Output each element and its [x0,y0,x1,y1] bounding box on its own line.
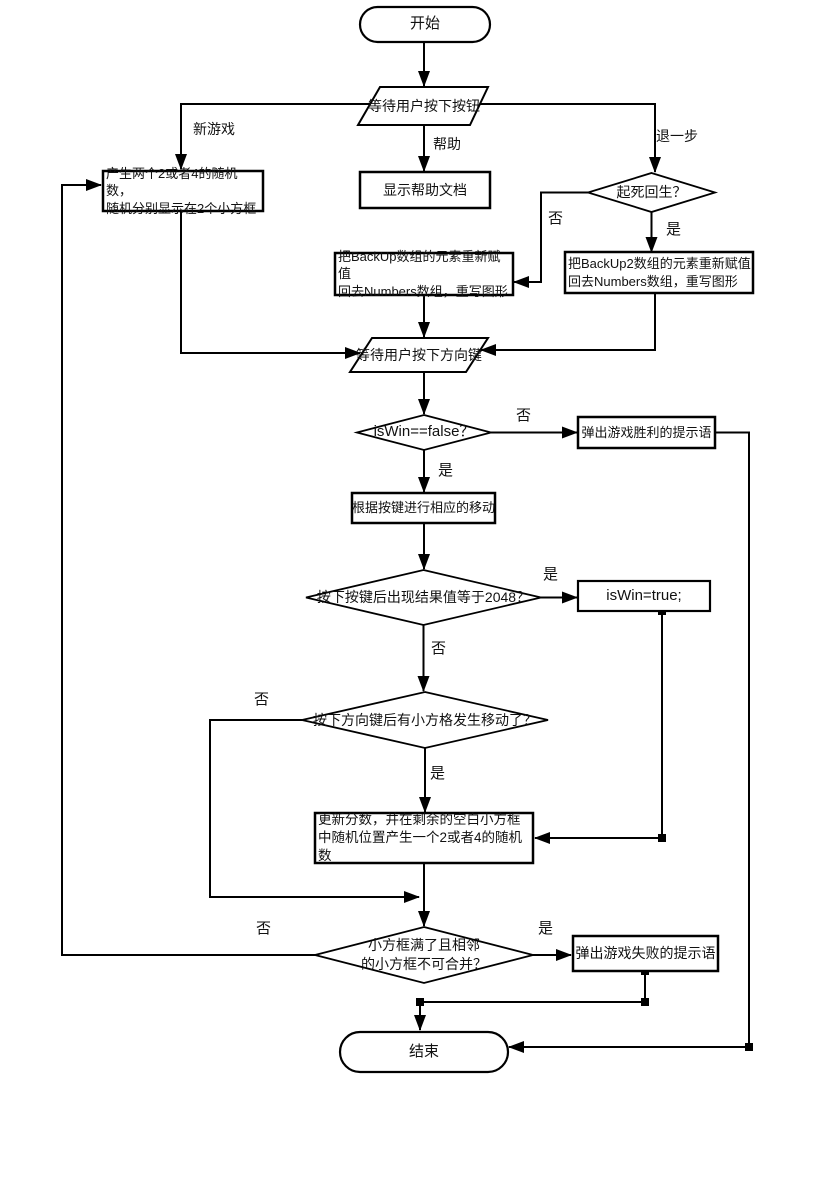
junction-square [658,834,666,842]
edge-newgame-to-waitkey [180,211,361,359]
set-iswin-shape [576,579,712,613]
edge-full-no-loop [61,179,315,956]
restore-backup2-shape [563,250,755,295]
moved-check-diamond-shape [301,691,549,749]
move-action-shape [350,491,497,525]
edge-moved-no-loop [209,719,420,903]
start-terminator-shape [358,5,492,44]
revive-diamond-shape [584,172,719,213]
edge-winmsg-to-end [508,431,750,1053]
end-terminator-shape [338,1030,510,1074]
edge-stepback [478,103,661,173]
edge-revive-no [513,191,588,288]
win-message-shape [576,415,717,450]
new-game-action-shape [101,169,265,213]
show-help-shape [358,170,492,210]
iswin-check-diamond-shape [353,414,495,451]
board-full-check-diamond-shape [314,926,534,984]
junction-square [416,998,424,1006]
junction-square [641,998,649,1006]
restore-backup-shape [333,251,515,297]
fail-message-shape [571,934,720,973]
edge-iswintrue-to-update [534,611,663,844]
edge-failmsg-to-end [414,971,646,1031]
wait-arrow-key-parallelogram-shape [348,337,490,373]
edge-backup2-to-waitkey [480,293,656,356]
edge-newgame [175,103,371,170]
update-score-shape [313,811,535,865]
junction-square [745,1043,753,1051]
check-2048-diamond-shape [305,569,542,626]
wait-button-parallelogram-shape [356,86,490,126]
